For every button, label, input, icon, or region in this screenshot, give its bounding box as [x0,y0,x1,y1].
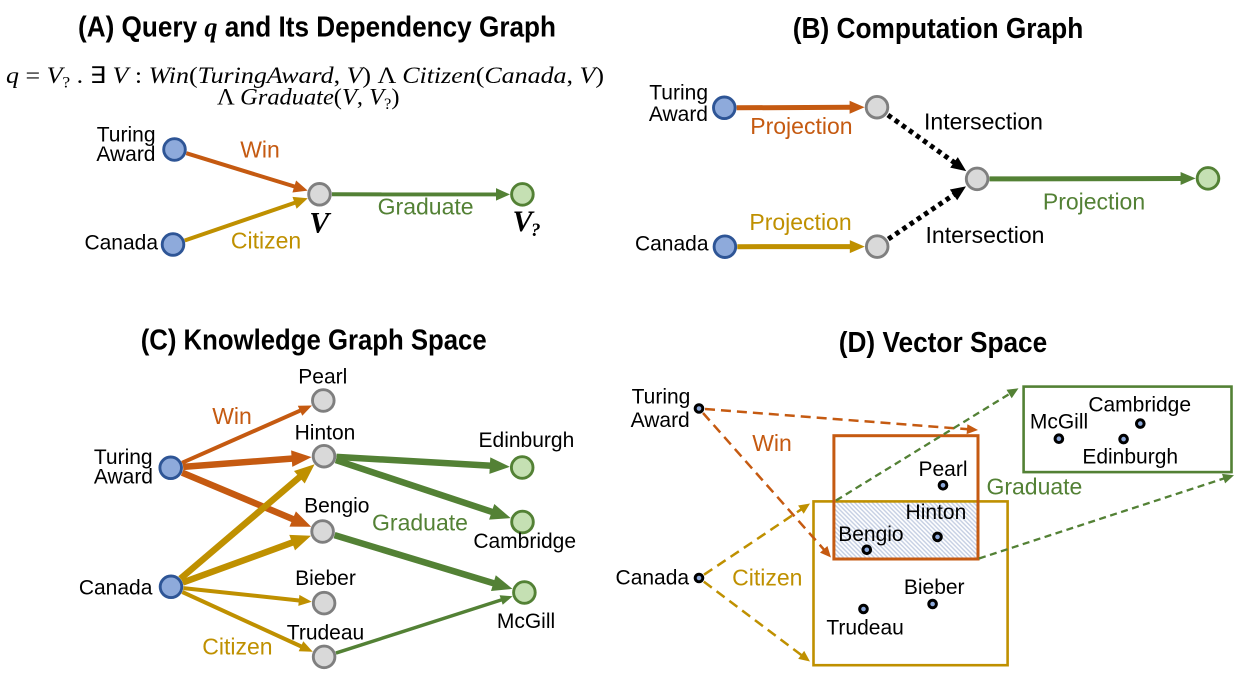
svg-text:Projection: Projection [749,209,851,235]
svg-text:Trudeau: Trudeau [287,621,364,644]
svg-text:Pearl: Pearl [298,366,347,389]
svg-text:V?: V? [512,205,540,241]
svg-text:Canada: Canada [84,232,158,255]
svg-text:Turing: Turing [632,386,691,409]
svg-text:Graduate: Graduate [372,510,468,536]
svg-text:Win: Win [240,137,280,163]
svg-text:Graduate: Graduate [986,474,1082,500]
svg-text:Win: Win [212,403,252,429]
svg-text:Canada: Canada [616,567,690,590]
svg-text:Projection: Projection [1043,188,1145,214]
svg-text:Intersection: Intersection [926,222,1045,248]
svg-text:Bengio: Bengio [304,495,369,518]
svg-text:Intersection: Intersection [924,108,1043,134]
svg-text:Trudeau: Trudeau [826,617,903,640]
svg-text:(A) Query q and Its Dependency: (A) Query q and Its Dependency Graph [78,12,556,44]
svg-text:Citizen: Citizen [202,634,272,660]
svg-text:McGill: McGill [1030,410,1088,433]
svg-text:Projection: Projection [750,113,852,139]
svg-text:Hinton: Hinton [295,421,356,444]
svg-text:Λ Graduate(V, V?): Λ Graduate(V, V?) [217,85,400,114]
svg-text:Award: Award [96,143,155,166]
svg-text:Award: Award [631,409,690,432]
svg-text:Pearl: Pearl [918,458,967,481]
svg-text:Win: Win [752,430,792,456]
svg-text:(B) Computation Graph: (B) Computation Graph [793,13,1084,45]
svg-text:Turing: Turing [97,124,156,147]
svg-text:Turing: Turing [649,81,708,104]
svg-text:Canada: Canada [635,232,709,255]
svg-text:Citizen: Citizen [732,564,802,590]
svg-text:Bieber: Bieber [295,567,356,590]
svg-text:(D) Vector Space: (D) Vector Space [839,327,1048,359]
svg-text:McGill: McGill [497,610,555,633]
svg-text:q = V? . ∃ V : Win(TuringAward: q = V? . ∃ V : Win(TuringAward, V) Λ Cit… [6,63,604,92]
svg-text:Award: Award [94,466,153,489]
svg-text:Canada: Canada [79,577,153,600]
svg-text:Bieber: Bieber [904,576,965,599]
svg-text:Edinburgh: Edinburgh [479,429,575,452]
svg-text:Cambridge: Cambridge [1088,393,1191,416]
svg-text:Cambridge: Cambridge [473,530,576,553]
svg-text:(C) Knowledge Graph Space: (C) Knowledge Graph Space [141,325,487,357]
svg-text:Citizen: Citizen [231,228,301,254]
svg-text:Hinton: Hinton [906,501,967,524]
svg-text:Edinburgh: Edinburgh [1082,445,1178,468]
svg-text:Turing: Turing [94,446,153,469]
svg-text:Award: Award [649,103,708,126]
svg-text:Bengio: Bengio [838,523,903,546]
svg-text:Graduate: Graduate [378,194,474,220]
svg-text:V: V [309,206,332,239]
